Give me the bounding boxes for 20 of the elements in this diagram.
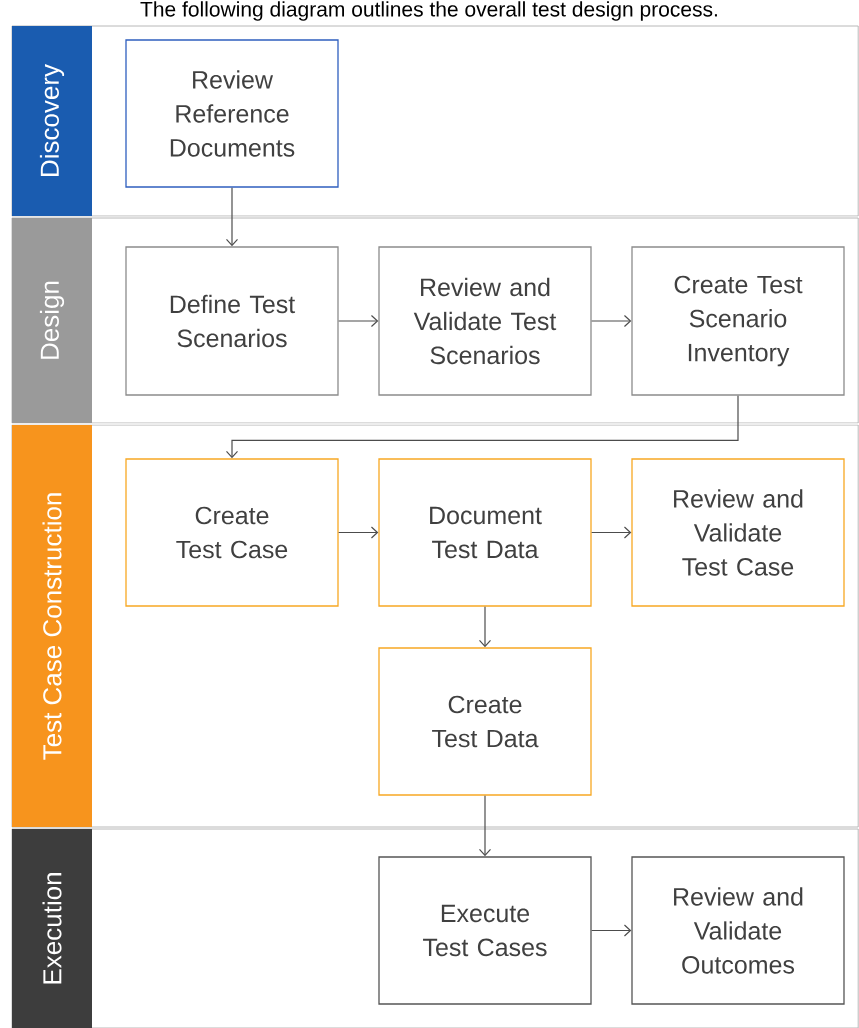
process-box: Create Test Scenario Inventory	[631, 246, 845, 396]
process-box: Create Test Case	[125, 458, 339, 607]
process-box: Review Reference Documents	[125, 39, 339, 188]
heading: The following diagram outlines the overall test design process.	[140, 1, 717, 21]
process-box: Review and Validate Outcomes	[631, 856, 845, 1005]
arrow	[591, 526, 632, 539]
arrow	[225, 395, 739, 459]
arrow	[591, 314, 632, 328]
process-box: Execute Test Cases	[378, 856, 592, 1005]
arrow	[225, 187, 239, 247]
process-box: Review and Validate Test Case	[631, 458, 845, 607]
arrow	[338, 314, 379, 328]
arrow	[591, 924, 632, 937]
arrow	[478, 606, 492, 648]
process-box: Define Test Scenarios	[125, 246, 339, 396]
process-box: Review and Validate Test Scenarios	[378, 246, 592, 396]
process-box: Create Test Data	[378, 647, 592, 796]
arrow	[478, 795, 492, 857]
arrow	[338, 526, 379, 539]
process-box: Document Test Data	[378, 458, 592, 607]
